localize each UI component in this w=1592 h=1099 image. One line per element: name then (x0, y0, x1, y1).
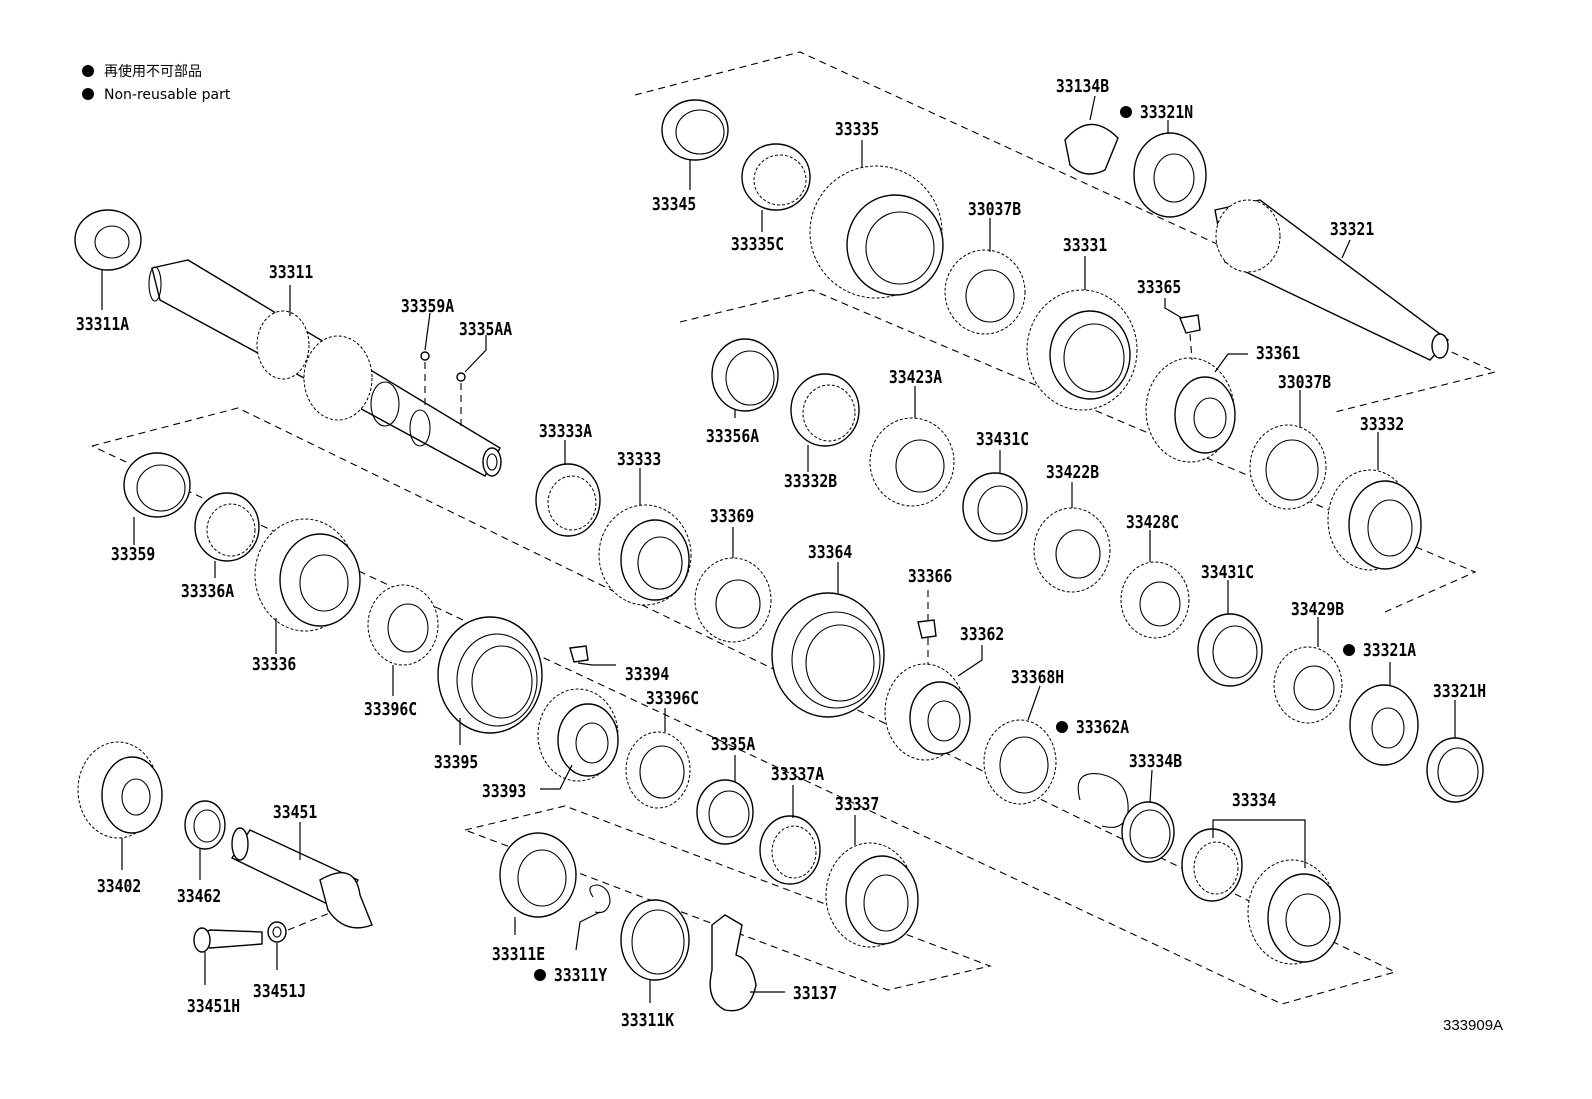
label-33359: 33359 (111, 544, 155, 565)
legend: 再使用不可部品 Non-reusable part (82, 63, 231, 103)
non-reusable-bullet-icon (82, 65, 94, 77)
label-33428C: 33428C (1126, 512, 1179, 533)
label-33362: 33362 (960, 624, 1004, 645)
label-33402: 33402 (97, 876, 141, 897)
label-33369: 33369 (710, 506, 754, 527)
part-labels: 33311A 33311 33359A 3335AA 33345 33335C … (76, 76, 1486, 1031)
label-33332: 33332 (1360, 414, 1404, 435)
label-33321A: 33321A (1363, 640, 1416, 661)
label-33451J: 33451J (253, 981, 306, 1002)
label-33396C-2: 33396C (646, 688, 699, 709)
label-33394: 33394 (625, 664, 669, 685)
reverse-idler-parts (77, 741, 373, 953)
label-33422B: 33422B (1046, 462, 1099, 483)
label-33334: 33334 (1232, 790, 1276, 811)
label-33396C-1: 33396C (364, 699, 417, 720)
label-33423A: 33423A (889, 367, 942, 388)
label-3335AA: 3335AA (459, 319, 512, 340)
label-33137: 33137 (793, 983, 837, 1004)
label-33331: 33331 (1063, 235, 1107, 256)
main-group-parts (123, 452, 1341, 965)
label-33361: 33361 (1256, 343, 1300, 364)
label-33364: 33364 (808, 542, 852, 563)
label-33431C-1: 33431C (976, 429, 1029, 450)
label-33356A: 33356A (706, 426, 759, 447)
non-reusable-bullet-icon (1056, 721, 1068, 733)
label-33334B: 33334B (1129, 751, 1182, 772)
label-33368H: 33368H (1011, 667, 1064, 688)
label-33037B-mid: 33037B (1278, 372, 1331, 393)
label-33462: 33462 (177, 886, 221, 907)
label-33311: 33311 (269, 262, 313, 283)
label-33321: 33321 (1330, 219, 1374, 240)
label-33321H: 33321H (1433, 681, 1486, 702)
bottom-group-parts (499, 832, 757, 1012)
label-33333: 33333 (617, 449, 661, 470)
label-33337A: 33337A (771, 764, 824, 785)
legend-japanese: 再使用不可部品 (104, 63, 202, 80)
label-33336: 33336 (252, 654, 296, 675)
label-33366: 33366 (908, 566, 952, 587)
label-33345: 33345 (652, 194, 696, 215)
label-33333A: 33333A (539, 421, 592, 442)
label-33365: 33365 (1137, 277, 1181, 298)
non-reusable-bullet-icon (82, 88, 94, 100)
label-33311K: 33311K (621, 1010, 674, 1031)
label-33451: 33451 (273, 802, 317, 823)
label-33429B: 33429B (1291, 599, 1344, 620)
non-reusable-bullet-icon (1343, 644, 1355, 656)
legend-english: Non-reusable part (104, 87, 231, 103)
diagram-reference-code: 333909A (1443, 1017, 1503, 1034)
non-reusable-bullet-icon (1120, 106, 1132, 118)
top-group-parts (661, 99, 1484, 803)
label-33335: 33335 (835, 119, 879, 140)
label-33393: 33393 (482, 781, 526, 802)
label-33336A: 33336A (181, 581, 234, 602)
label-33311A: 33311A (76, 314, 129, 335)
group-boundaries (91, 51, 1497, 1005)
input-shaft (74, 209, 502, 477)
label-33359A: 33359A (401, 296, 454, 317)
label-33335C: 33335C (731, 234, 784, 255)
label-33134B: 33134B (1056, 76, 1109, 97)
non-reusable-bullet-icon (534, 969, 546, 981)
label-3335A: 3335A (711, 734, 755, 755)
label-33337: 33337 (835, 794, 879, 815)
label-33037B-top: 33037B (968, 199, 1021, 220)
label-33311Y: 33311Y (554, 965, 607, 986)
label-33321N: 33321N (1140, 102, 1193, 123)
label-33395: 33395 (434, 752, 478, 773)
label-33362A: 33362A (1076, 717, 1129, 738)
label-33431C-2: 33431C (1201, 562, 1254, 583)
label-33311E: 33311E (492, 944, 545, 965)
leader-lines (101, 95, 1456, 1003)
label-33332B: 33332B (784, 471, 837, 492)
label-33451H: 33451H (187, 996, 240, 1017)
